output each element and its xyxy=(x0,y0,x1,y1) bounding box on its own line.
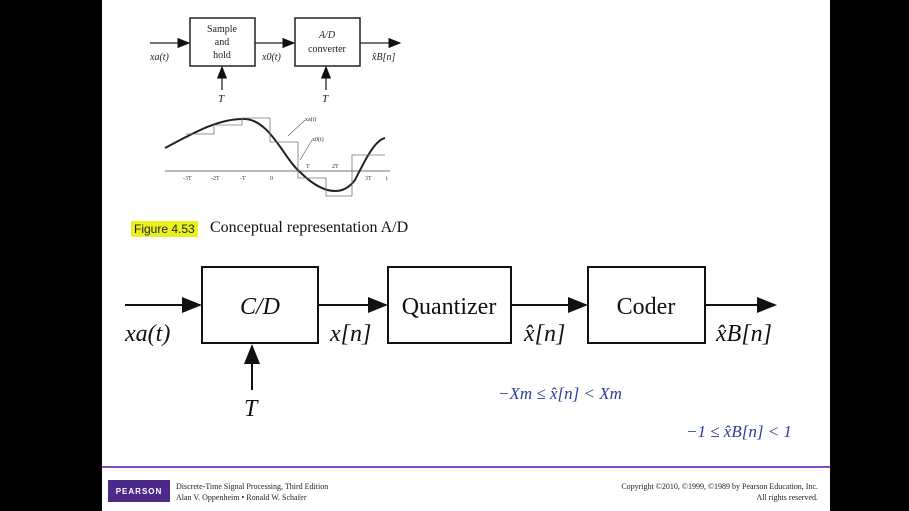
signal-label: x[n] xyxy=(329,321,371,347)
ad-converter-block xyxy=(294,17,361,67)
block-label: hold xyxy=(213,50,231,61)
quantizer-range-equation: −Xm ≤ x̂[n] < Xm xyxy=(498,384,622,403)
coder-range-equation: −1 ≤ x̂B[n] < 1 xyxy=(686,422,792,441)
signal-label: x0(t) xyxy=(261,52,282,63)
block-label: C/D xyxy=(240,294,280,320)
waveform-plot: xa(t) x0(t) -3T -2T -T 0 T 2T 3T t xyxy=(164,116,390,197)
tick-label: 3T xyxy=(365,176,372,182)
block-label: converter xyxy=(308,44,346,55)
signal-label: x̂B[n] xyxy=(371,52,395,63)
clock-label: T xyxy=(218,93,225,105)
footer-divider xyxy=(102,466,830,468)
clock-label: T xyxy=(244,396,259,422)
block-label: and xyxy=(215,37,229,48)
signal-label: xa(t) xyxy=(124,321,170,347)
main-block-diagram: C/D Quantizer Coder xa(t) x[n] x̂[n] x̂B… xyxy=(124,266,777,422)
copyright: Copyright ©2010, ©1999, ©1989 by Pearson… xyxy=(621,482,818,491)
tick-label: T xyxy=(306,164,310,170)
tick-label: -3T xyxy=(183,176,192,182)
rights: All rights reserved. xyxy=(756,493,818,502)
book-info: Discrete-Time Signal Processing, Third E… xyxy=(176,481,328,503)
signal-label: xa(t) xyxy=(149,52,170,63)
block-label: A/D xyxy=(318,30,336,41)
slide xyxy=(102,0,830,511)
figure-number: Figure 4.53 xyxy=(131,221,198,237)
block-label: Coder xyxy=(617,294,676,320)
wave-label: xa(t) xyxy=(305,116,316,123)
block-label: Sample xyxy=(207,24,238,35)
signal-label: x̂B[n] xyxy=(715,321,772,347)
tick-label: -2T xyxy=(211,176,220,182)
copyright-info: Copyright ©2010, ©1999, ©1989 by Pearson… xyxy=(621,481,818,503)
top-block-diagram: Sample and hold A/D converter xa(t) x0(t… xyxy=(149,17,402,105)
tick-label: 0 xyxy=(270,176,273,182)
tick-label: t xyxy=(386,176,388,182)
figure-caption: Conceptual representation A/D xyxy=(210,219,409,236)
pearson-logo: PEARSON xyxy=(108,480,170,502)
signal-label: x̂[n] xyxy=(523,321,565,347)
wave-label: x0(t) xyxy=(312,136,324,143)
block-label: Quantizer xyxy=(402,294,497,320)
clock-label: T xyxy=(322,93,329,105)
tick-label: 2T xyxy=(332,164,339,170)
book-title: Discrete-Time Signal Processing, Third E… xyxy=(176,482,329,491)
book-authors: Alan V. Oppenheim • Ronald W. Schafer xyxy=(176,493,307,502)
tick-label: -T xyxy=(240,176,246,182)
